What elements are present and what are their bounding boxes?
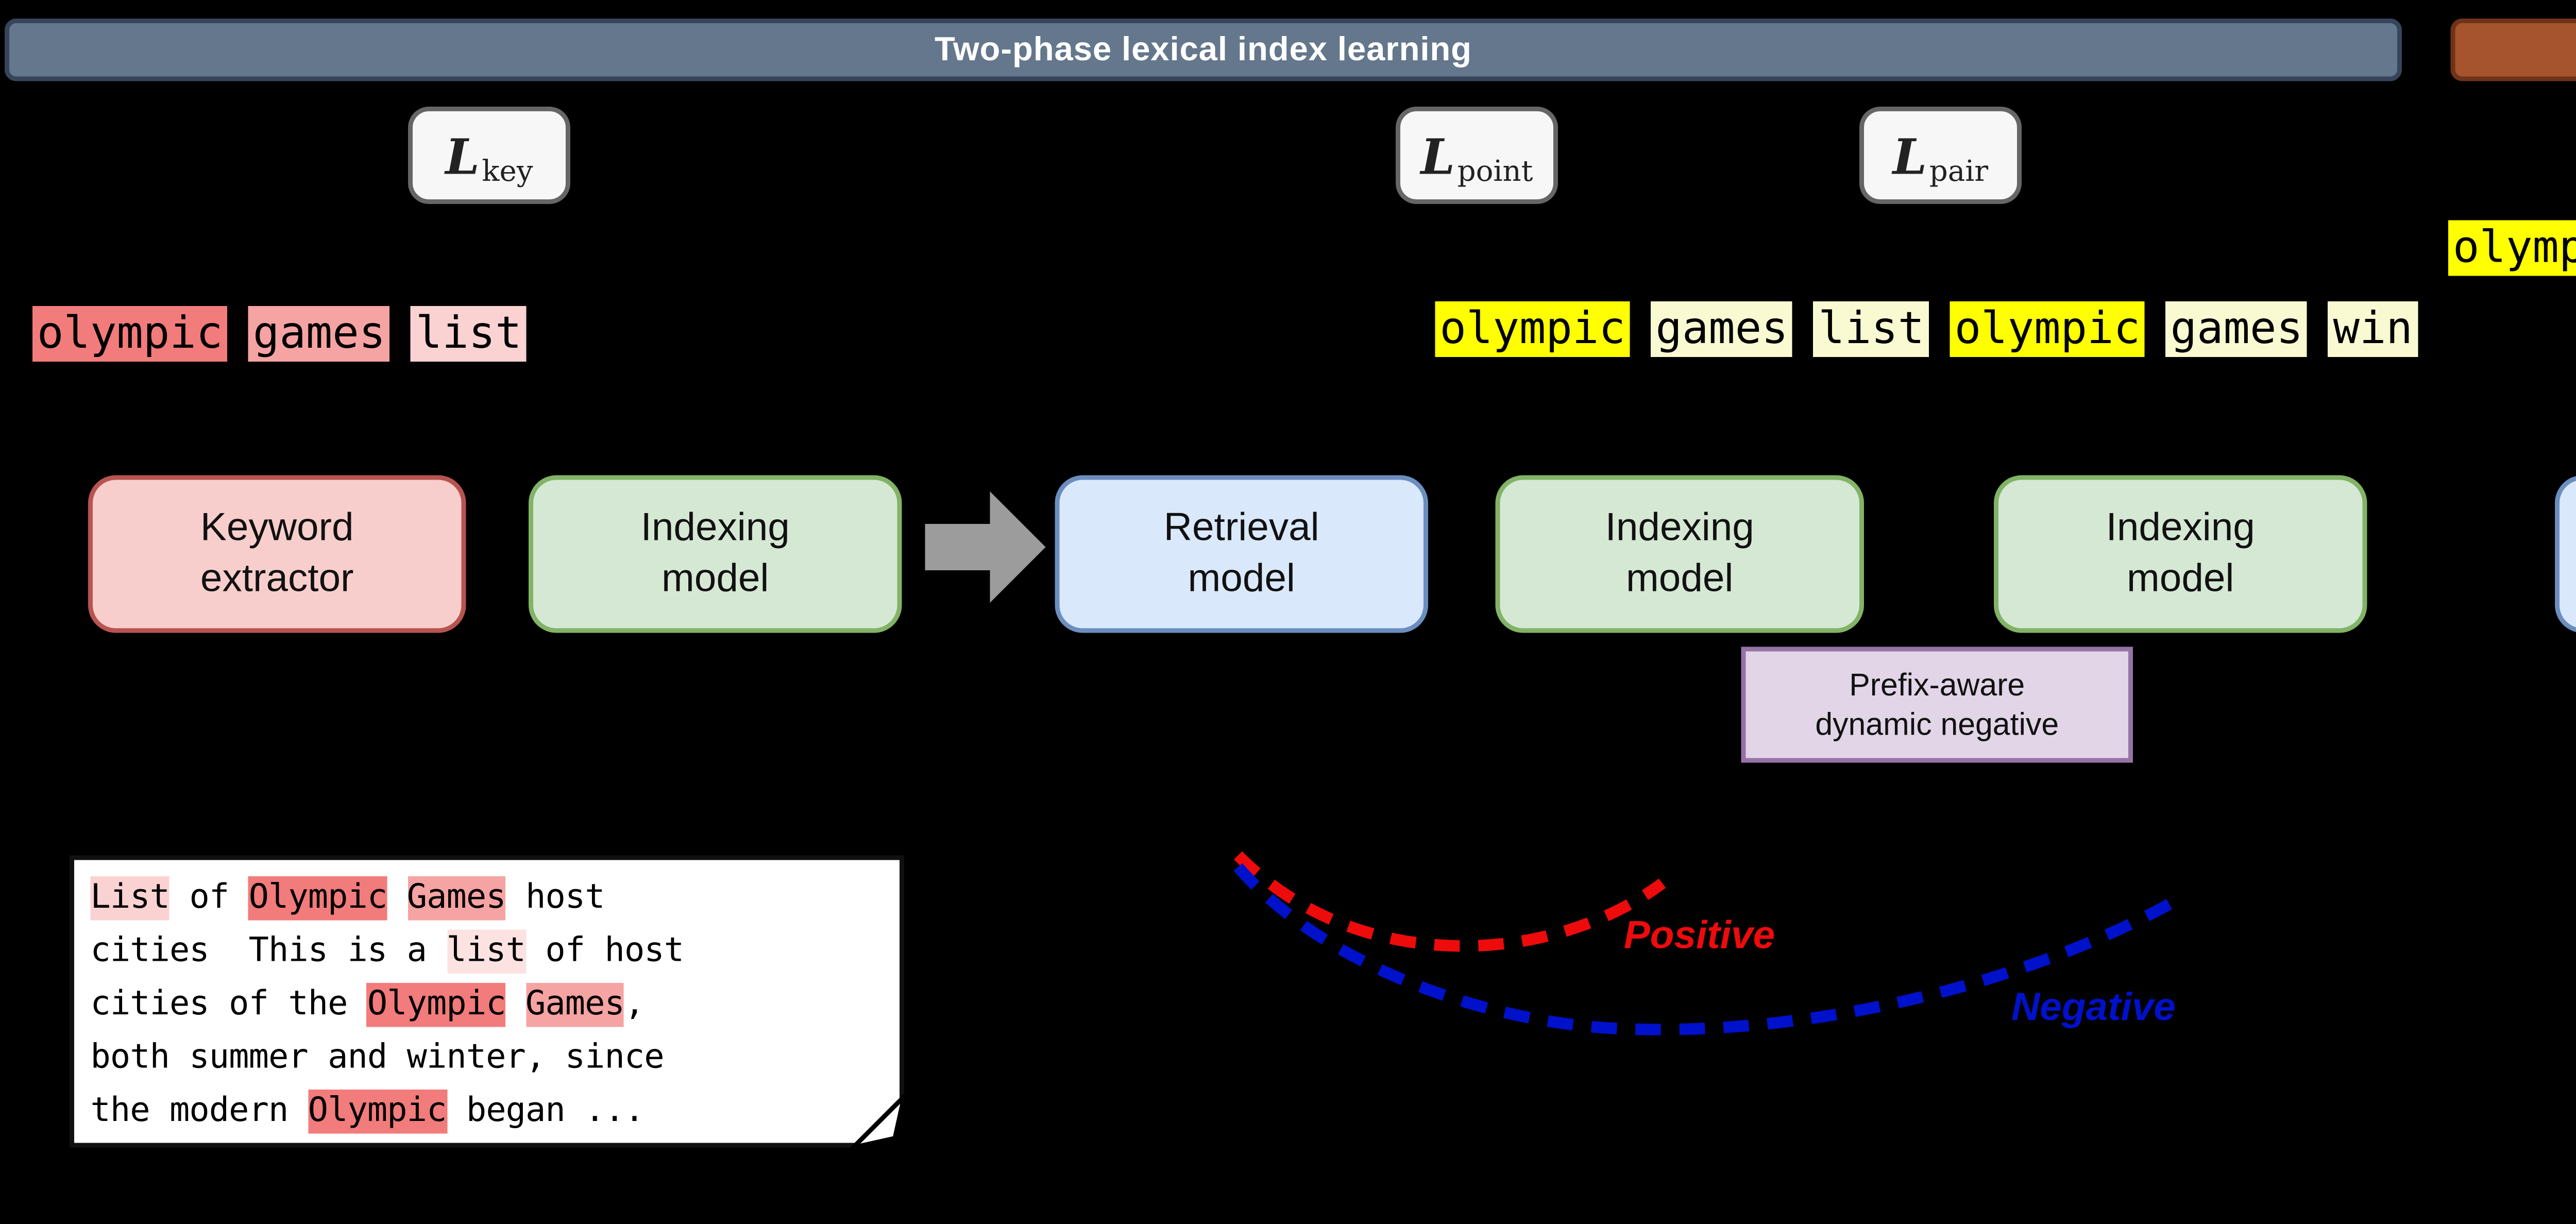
- snippet-line: List of Olympic Games host: [91, 872, 884, 925]
- query-word: games: [248, 306, 390, 362]
- box-label-line: Keyword: [200, 503, 354, 554]
- query-word: list: [1814, 301, 1929, 357]
- negative-curve-label: Negative: [1943, 985, 2244, 1032]
- box-label-line: Prefix-aware: [1849, 664, 2025, 705]
- query-word: win: [2328, 301, 2417, 357]
- query-tokens-middle: olympic games list olympic games win: [1435, 301, 2417, 357]
- box-label-line: model: [1188, 554, 1295, 605]
- query-word: olympic: [1950, 301, 2145, 357]
- phase1-header-bar: Two-phase lexical index learning: [5, 19, 2402, 81]
- loss-symbol: L: [445, 131, 479, 180]
- query-word: olympic: [2448, 220, 2576, 276]
- snippet-line: cities This is a list of host: [91, 925, 884, 979]
- box-label-line: Indexing: [2106, 503, 2255, 554]
- loss-subscript: pair: [1929, 152, 1988, 187]
- query-word: olympic: [1435, 301, 1630, 357]
- box-label-line: Retrieval: [1164, 503, 1319, 554]
- folded-corner-icon: [850, 1093, 905, 1149]
- gray-block-arrow-icon: [925, 491, 1046, 603]
- query-word: games: [1651, 301, 1792, 357]
- query-keywords-left: olympic games list: [32, 306, 527, 362]
- snippet-line: the modern Olympic began ...: [91, 1085, 884, 1138]
- loss-symbol: L: [1421, 131, 1455, 180]
- snippet-line: cities of the Olympic Games,: [91, 978, 884, 1032]
- box-label-line: Indexing: [1605, 503, 1754, 554]
- phase2-header-bar: Collision-free inference: [2451, 19, 2576, 81]
- box-label-line: Indexing: [641, 503, 790, 554]
- query-word: games: [2166, 301, 2308, 357]
- positive-curve-label: Positive: [1549, 913, 1850, 960]
- query-word: olympic: [32, 306, 227, 362]
- loss-subscript: point: [1458, 152, 1533, 187]
- box-label-line: model: [662, 554, 769, 605]
- box-label-line: model: [1626, 554, 1733, 605]
- box-label-line: dynamic negative: [1815, 705, 2059, 745]
- query-word: list: [411, 306, 527, 362]
- snippet-line: both summer and winter, since: [91, 1032, 884, 1085]
- box-label-line: extractor: [200, 554, 354, 605]
- loss-symbol: L: [1893, 131, 1927, 180]
- phase1-header-label: Two-phase lexical index learning: [935, 31, 1472, 69]
- loss-subscript: key: [482, 152, 533, 187]
- box-label-line: model: [2127, 554, 2234, 605]
